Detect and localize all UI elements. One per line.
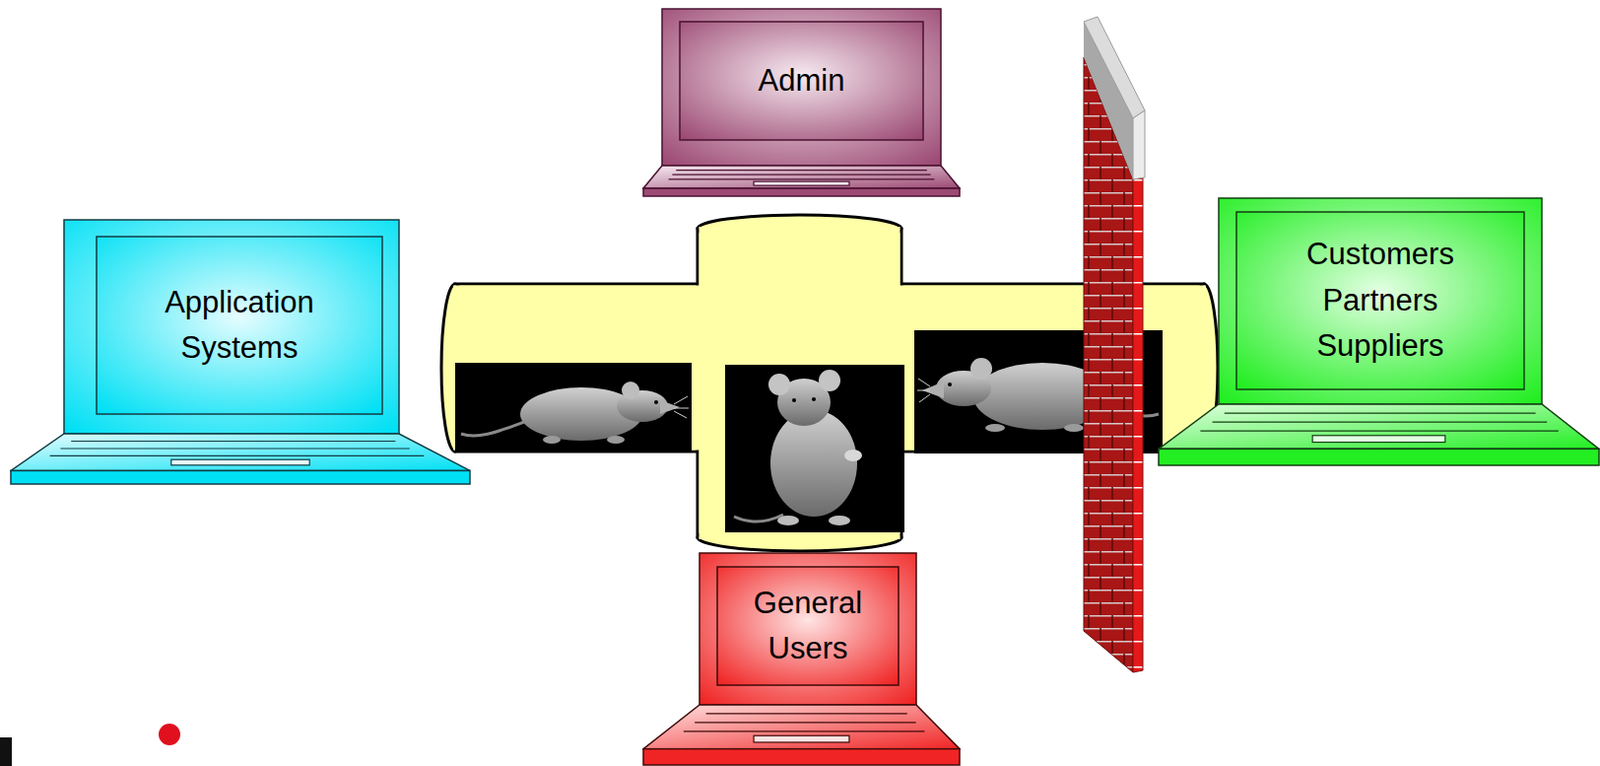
laptop-base — [10, 469, 470, 484]
screen-panel — [679, 21, 924, 140]
firewall — [1083, 16, 1145, 672]
laptop-node: General Users — [642, 551, 961, 766]
wall-cap — [1133, 110, 1145, 180]
laptop-node: Customers Partners Suppliers — [1157, 197, 1600, 467]
key-row — [694, 721, 916, 723]
laptop-keyboard — [643, 165, 960, 189]
node-label: Customers Partners Suppliers — [1286, 231, 1474, 370]
laptop-keyboard — [10, 433, 470, 470]
picture-ground — [725, 364, 905, 533]
screen-text-area: General Users — [717, 566, 899, 685]
rat-foot — [542, 435, 561, 444]
rat-whiskers — [673, 396, 689, 418]
rat-picture — [455, 362, 692, 452]
wall-front — [1133, 177, 1143, 672]
rat-whiskers — [917, 378, 931, 402]
laptop-shape — [642, 7, 961, 198]
key-row — [706, 712, 908, 714]
rat-ear — [818, 369, 841, 392]
rat-eye — [947, 382, 952, 387]
key-row — [1212, 421, 1548, 423]
key-row — [671, 174, 931, 176]
laptop-base — [643, 748, 960, 765]
logo-bar — [0, 736, 12, 766]
rat-foot — [985, 423, 1005, 432]
rat-tail — [733, 514, 784, 522]
touchpad — [171, 459, 310, 466]
rat-picture — [725, 364, 905, 533]
rat-ear — [768, 373, 791, 396]
screen-panel — [717, 566, 899, 685]
laptop-screen — [662, 8, 941, 166]
laptop-node: Admin — [642, 7, 961, 198]
wall-cap — [1083, 16, 1145, 119]
key-row — [1200, 430, 1558, 432]
rat-tail — [461, 421, 525, 436]
laptop-base — [1158, 448, 1600, 466]
logo-mark — [0, 723, 181, 766]
rat-foot — [1064, 423, 1084, 432]
rat-eye — [811, 397, 816, 401]
rat-eye — [654, 400, 659, 404]
key-row — [60, 447, 409, 449]
key-row — [70, 440, 396, 442]
laptop-screen — [699, 552, 917, 705]
screen-text-area: Admin — [679, 21, 924, 140]
rat-body — [770, 409, 858, 517]
laptop-keyboard — [1158, 403, 1600, 449]
node-label: Application Systems — [126, 279, 353, 372]
logo-dot — [158, 723, 181, 745]
touchpad — [1312, 435, 1446, 443]
node-label: Admin — [758, 58, 846, 105]
key-row — [675, 169, 928, 171]
node-label: General Users — [733, 580, 882, 672]
screen-text-area: Application Systems — [96, 236, 383, 414]
rat-paw — [844, 449, 863, 462]
screen-panel — [1236, 211, 1525, 390]
key-row — [50, 455, 425, 457]
laptop-keyboard — [643, 704, 960, 749]
rat-foot — [606, 435, 625, 444]
rat-foot — [777, 515, 800, 526]
rat-ear — [621, 381, 640, 400]
screen-text-area: Customers Partners Suppliers — [1236, 211, 1525, 390]
key-row — [1224, 411, 1536, 413]
rat-eye — [792, 398, 797, 402]
rat-foot — [828, 515, 851, 526]
laptop-node: Application Systems — [9, 218, 471, 485]
laptop-base — [643, 188, 960, 197]
laptop-screen — [1218, 198, 1542, 404]
laptop-screen — [64, 219, 400, 434]
touchpad — [753, 181, 850, 186]
key-row — [668, 178, 935, 180]
rat-ear — [970, 357, 993, 380]
key-row — [683, 730, 926, 732]
screen-panel — [96, 236, 383, 414]
touchpad — [753, 734, 850, 742]
picture-ground — [455, 362, 692, 452]
